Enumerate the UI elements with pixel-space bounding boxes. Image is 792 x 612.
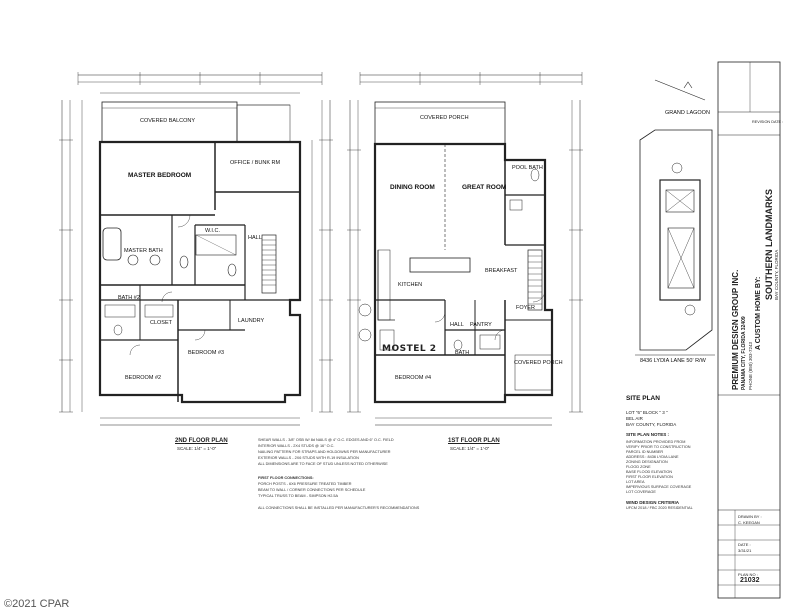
revision-label: REVISION DATE : <box>752 120 784 124</box>
entry-porch-label: COVERED PORCH <box>514 360 563 366</box>
handwritten-annotation: MOSTEL 2 <box>382 344 437 354</box>
master-bath-label: MASTER BATH <box>124 248 163 254</box>
site-plan-title: SITE PLAN <box>626 395 660 402</box>
general-note: TYPICAL TRUSS TO BEAM - SIMPSON H2.5A <box>258 494 339 498</box>
custom-home-label: A CUSTOM HOME BY: <box>755 276 762 350</box>
bedroom2-label: BEDROOM #2 <box>125 375 162 381</box>
wic-label: W.I.C. <box>205 228 220 234</box>
general-note: ALL CONNECTIONS SHALL BE INSTALLED PER M… <box>258 506 420 510</box>
lot-info-3: BAY COUNTY, FLORIDA <box>626 422 677 427</box>
pool-bath-label: POOL BATH <box>512 165 543 171</box>
site-note: FLOOD ZONE <box>626 465 651 469</box>
kitchen-label: KITCHEN <box>398 282 423 288</box>
lot-info-2: BEL AIR <box>626 416 643 421</box>
drawn-by-value: C. KEEGAN <box>738 520 760 525</box>
plan-no-label: PLAN NO : <box>738 572 758 577</box>
lower-plan-title: 1ST FLOOR PLAN <box>448 438 500 444</box>
site-note: LOT AREA <box>626 480 645 484</box>
company-phone: PHONE (850) 303-7243 <box>748 341 753 390</box>
lower-bath-label: BATH <box>455 350 470 356</box>
dining-room-label: DINING ROOM <box>390 184 435 191</box>
builder-location: BAY COUNTY, FLORIDA <box>774 249 779 300</box>
site-note: INFORMATION PROVIDED FROM <box>626 440 686 444</box>
plan-no-value: 21032 <box>740 577 760 584</box>
drawn-by-label: DRAWN BY : <box>738 514 762 519</box>
company-name: PREMIUM DESIGN GROUP INC. <box>731 269 740 390</box>
date-label: DATE : <box>738 542 751 547</box>
site-note: VERIFY PRIOR TO CONSTRUCTION <box>626 445 691 449</box>
bedroom4-label: BEDROOM #4 <box>395 375 432 381</box>
bedroom3-label: BEDROOM #3 <box>188 350 225 356</box>
street-label: 8436 LYDIA LANE 50' R/W <box>640 358 706 364</box>
general-note: NAILING PATTERN FOR STRAPS AND HOLDOWNS … <box>258 450 391 454</box>
site-note: LOT COVERAGE <box>626 490 656 494</box>
date-value: 3/31/21 <box>738 548 752 553</box>
site-note: ZONING DESIGNATION <box>626 460 668 464</box>
master-bedroom-label: MASTER BEDROOM <box>128 172 192 179</box>
general-note: SHEAR WALLS - 3/8" OSB W/ 8d NAILS @ 4" … <box>258 438 394 442</box>
general-note: FIRST FLOOR CONNECTIONS: <box>258 476 314 480</box>
upper-hall-label: HALL <box>248 235 262 241</box>
site-note: ADDRESS : 8436 LYDIA LANE <box>626 455 679 459</box>
foyer-label: FOYER <box>516 305 535 311</box>
site-note: PARCEL ID NUMBER <box>626 450 664 454</box>
general-note: EXTERIOR WALLS - 2X6 STUDS WITH R-19 INS… <box>258 456 359 460</box>
grand-lagoon-label: GRAND LAGOON <box>665 110 710 116</box>
covered-porch-label: COVERED PORCH <box>420 115 469 121</box>
great-room-label: GREAT ROOM <box>462 184 507 191</box>
lower-hall-label: HALL <box>450 322 464 328</box>
site-note: IMPERVIOUS SURFACE COVERAGE <box>626 485 692 489</box>
pantry-label: PANTRY <box>470 322 492 328</box>
upper-plan-title: 2ND FLOOR PLAN <box>175 438 228 444</box>
code-reference: UFCM 2018 / FBC 2020 RESIDENTIAL <box>626 506 693 510</box>
company-city: PANAMA CITY, FLORIDA 32409 <box>741 316 747 390</box>
breakfast-label: BREAKFAST <box>485 268 518 274</box>
office-label: OFFICE / BUNK RM <box>230 160 281 166</box>
site-notes-title: SITE PLAN NOTES : <box>626 432 670 437</box>
general-note: INTERIOR WALLS - 2X4 STUDS @ 16" O.C. <box>258 444 335 448</box>
general-note: BEAM TO WALL / CORNER CONNECTIONS PER SC… <box>258 488 366 492</box>
site-note: BASE FLOOD ELEVATION <box>626 470 673 474</box>
general-note: PORCH POSTS - 6X6 PRESSURE TREATED TIMBE… <box>258 482 352 486</box>
upper-plan-scale: SCALE: 1/4" = 1'-0" <box>177 446 217 451</box>
lower-plan-scale: SCALE: 1/4" = 1'-0" <box>450 446 490 451</box>
site-note: FIRST FLOOR ELEVATION <box>626 475 673 479</box>
wind-criteria-title: WIND DESIGN CRITERIA <box>626 500 680 505</box>
covered-balcony-label: COVERED BALCONY <box>140 118 196 124</box>
general-note: ALL DIMENSIONS ARE TO FACE OF STUD UNLES… <box>258 462 388 466</box>
laundry-label: LAUNDRY <box>238 318 265 324</box>
closet-label: CLOSET <box>150 320 173 326</box>
builder-name: SOUTHERN LANDMARKS <box>764 189 774 300</box>
lot-info-1: LOT "6" BLOCK " 3 " <box>626 410 668 415</box>
bath2-label: BATH #2 <box>118 295 140 301</box>
copyright-notice: ©2021 CPAR <box>4 598 70 610</box>
